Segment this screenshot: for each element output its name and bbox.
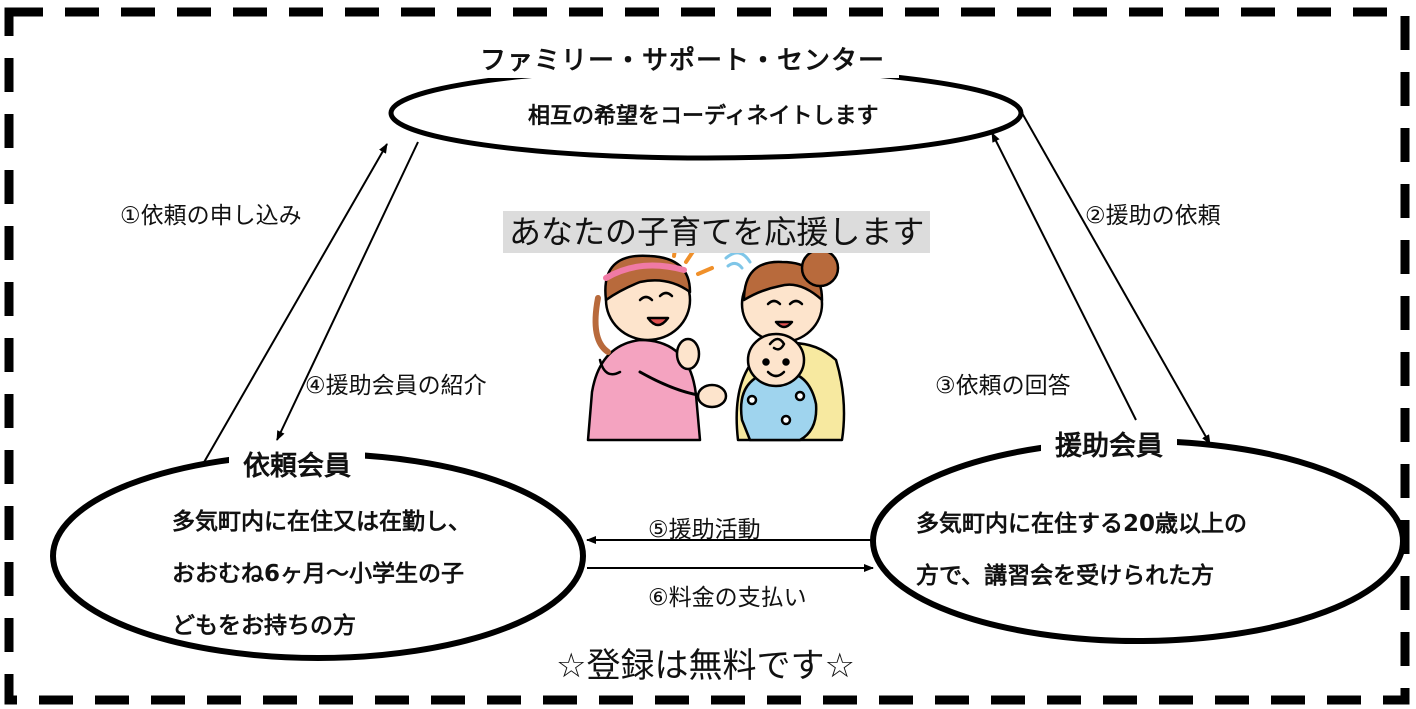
- requester-description: 多気町内に在住又は在勤し、 おおむね6ヶ月～小学生の子 どもをお持ちの方: [172, 496, 471, 652]
- arrow-step3: [991, 132, 1137, 421]
- center-subtitle: 相互の希望をコーディネイトします: [528, 104, 879, 129]
- requester-line-3: どもをお持ちの方: [172, 613, 356, 639]
- step6-label: ⑥料金の支払い: [648, 585, 807, 611]
- helper-description: 多気町内に在住する20歳以上の 方で、講習会を受けられた方: [916, 498, 1247, 602]
- step3-label: ③依頼の回答: [935, 373, 1071, 399]
- step5-label: ⑤援助活動: [648, 517, 761, 543]
- requester-line-1: 多気町内に在住又は在勤し、: [172, 509, 471, 535]
- arrow-step1: [202, 143, 388, 465]
- step1-label: ①依頼の申し込み: [120, 203, 302, 229]
- arrow-step2: [1021, 112, 1211, 445]
- step4-label: ④援助会員の紹介: [305, 373, 487, 399]
- free-registration-note: ☆登録は無料です☆: [556, 646, 855, 686]
- helper-line-1: 多気町内に在住する20歳以上の: [916, 511, 1248, 537]
- center-title: ファミリー・サポート・センター: [466, 44, 900, 78]
- step2-label: ②援助の依頼: [1085, 203, 1221, 229]
- arrow-step4: [276, 141, 419, 441]
- helper-line-2: 方で、講習会を受けられた方: [916, 563, 1215, 589]
- requester-line-2: おおむね6ヶ月～小学生の子: [172, 561, 465, 587]
- support-banner: あなたの子育てを応援します: [503, 211, 931, 253]
- helper-title: 援助会員: [1041, 430, 1177, 464]
- requester-title: 依頼会員: [229, 450, 365, 484]
- mother-baby-illustration: [586, 240, 846, 442]
- dashed-frame: [4, 7, 1410, 705]
